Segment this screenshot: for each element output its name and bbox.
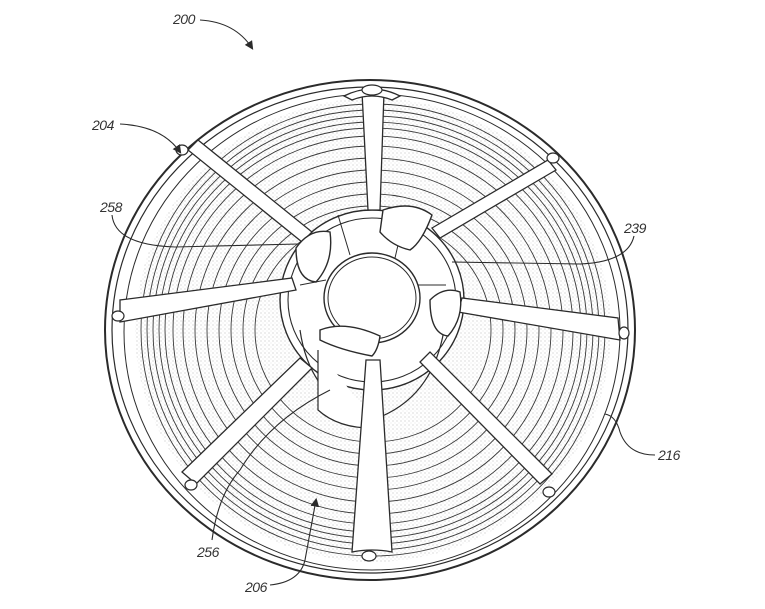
ref-label-239: 239 <box>624 220 646 236</box>
hub-pockets <box>295 205 462 357</box>
ref-label-216: 216 <box>658 447 680 463</box>
ref-label-256: 256 <box>197 544 219 560</box>
ref-label-204: 204 <box>92 117 114 133</box>
ref-label-258: 258 <box>100 199 122 215</box>
ref-label-206: 206 <box>245 579 267 595</box>
ref-label-200: 200 <box>173 11 195 27</box>
rim-bolts <box>111 84 630 562</box>
leader-lines <box>111 19 656 586</box>
spokes <box>119 88 621 553</box>
